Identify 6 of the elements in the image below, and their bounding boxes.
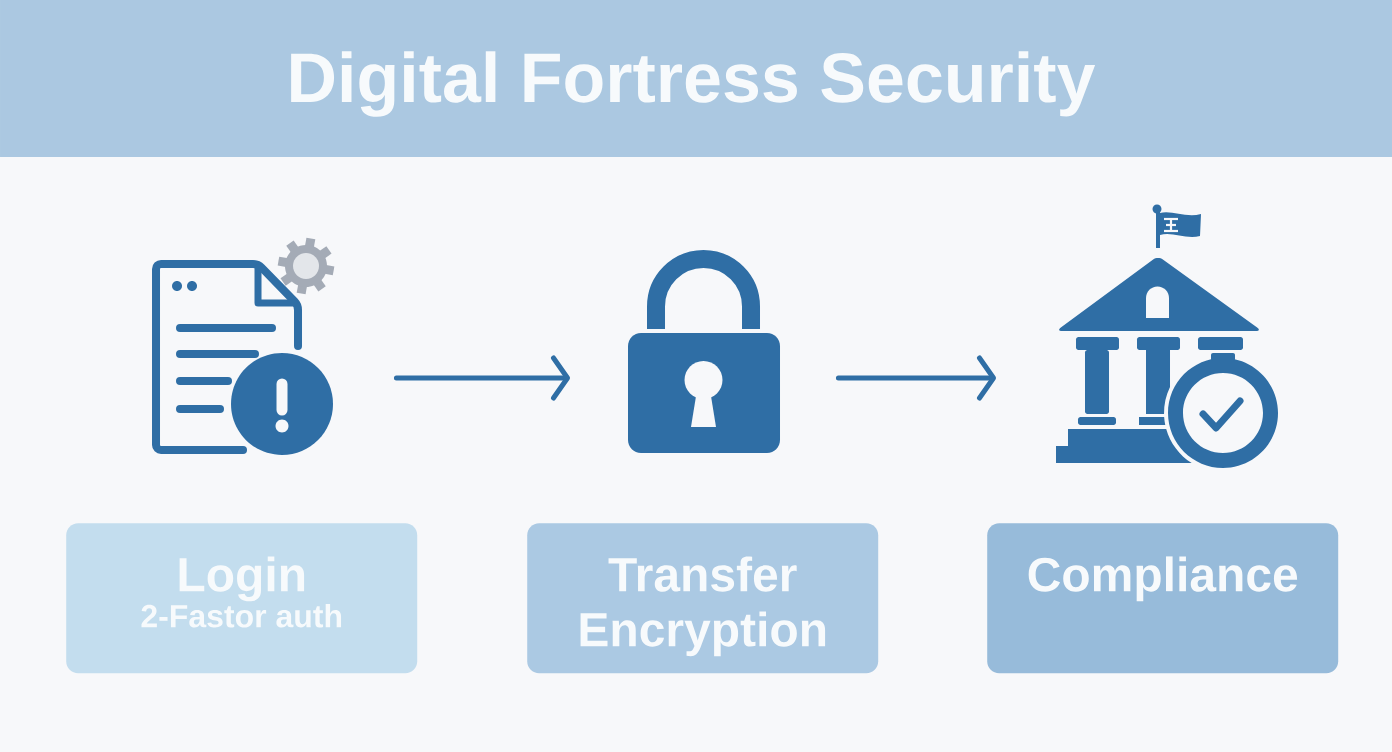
padlock-icon <box>628 250 780 453</box>
step-box: Transfer Encryption <box>527 523 879 674</box>
arrow <box>835 355 996 401</box>
arrow <box>393 355 570 401</box>
step-box: Compliance <box>987 523 1339 674</box>
title-banner: Digital Fortress Security <box>0 0 1392 157</box>
